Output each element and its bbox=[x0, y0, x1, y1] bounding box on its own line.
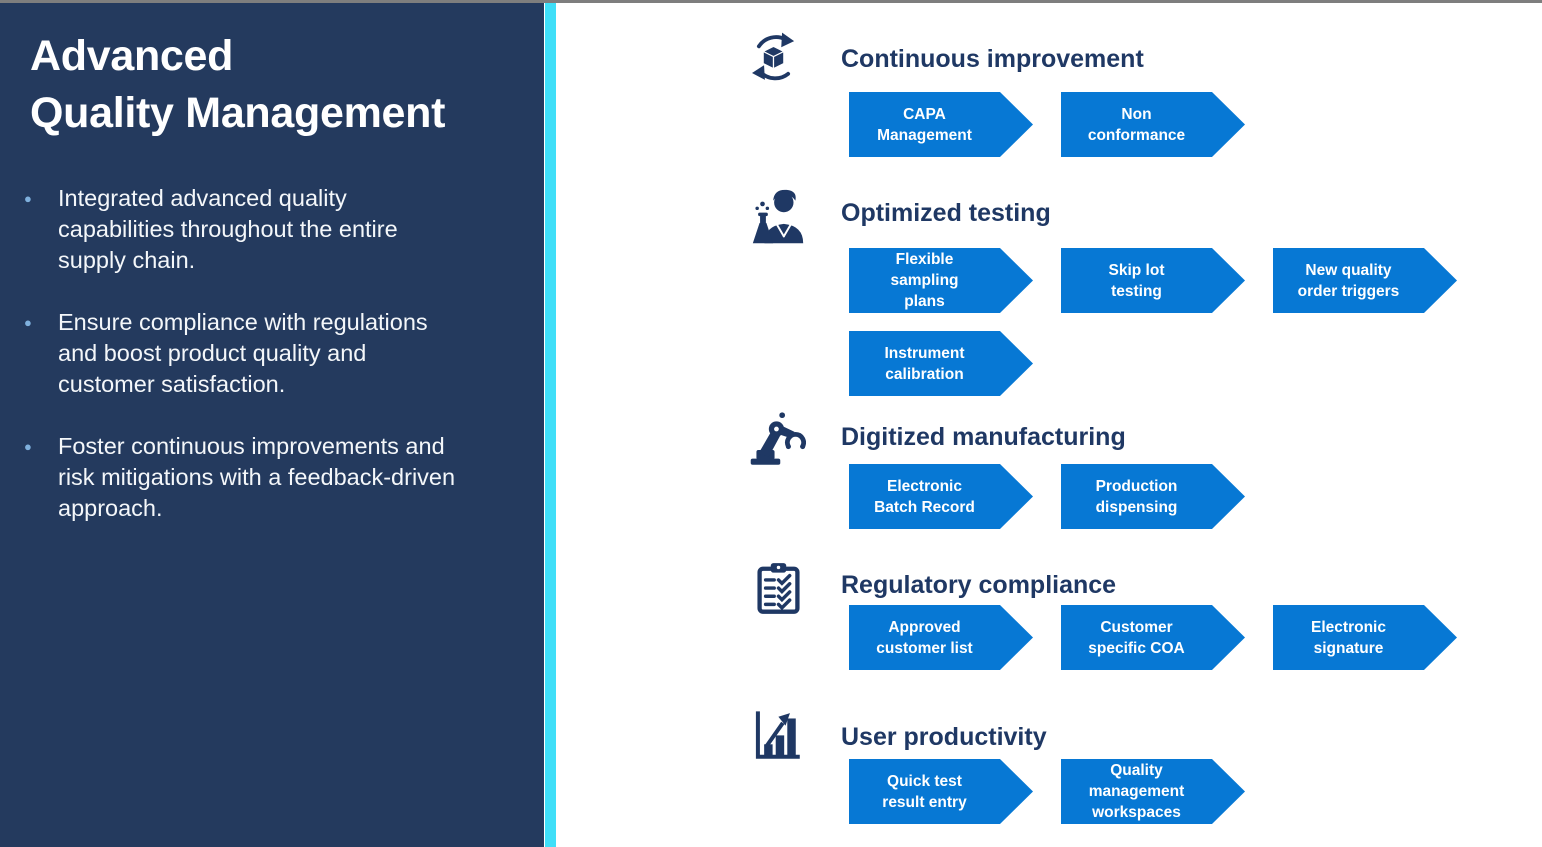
capability-chip: Quality management workspaces bbox=[1061, 759, 1245, 824]
robot-arm-icon bbox=[745, 409, 806, 470]
section-title: Optimized testing bbox=[841, 199, 1051, 227]
capability-chip: CAPA Management bbox=[849, 92, 1033, 157]
capability-chip: Flexible sampling plans bbox=[849, 248, 1033, 313]
section-title: Digitized manufacturing bbox=[841, 423, 1126, 451]
capability-chip: Non conformance bbox=[1061, 92, 1245, 157]
sidebar: Advanced Quality Management Integrated a… bbox=[0, 0, 544, 847]
capability-chip: Electronic Batch Record bbox=[849, 464, 1033, 529]
bullet-item: Foster continuous improvements and risk … bbox=[22, 431, 522, 524]
bullet-item: Ensure compliance with regulations and b… bbox=[22, 307, 522, 400]
capability-chip: Customer specific COA bbox=[1061, 605, 1245, 670]
capability-chip: Approved customer list bbox=[849, 605, 1033, 670]
lab-scientist-icon bbox=[747, 187, 809, 249]
capability-chip: Quick test result entry bbox=[849, 759, 1033, 824]
cycle-package-icon bbox=[746, 30, 801, 85]
clipboard-checklist-icon bbox=[751, 561, 806, 616]
section-title: Regulatory compliance bbox=[841, 571, 1117, 599]
capability-chip: Instrument calibration bbox=[849, 331, 1033, 396]
bullet-item: Integrated advanced quality capabilities… bbox=[22, 183, 522, 276]
capability-chip: Skip lot testing bbox=[1061, 248, 1245, 313]
capability-chip: Production dispensing bbox=[1061, 464, 1245, 529]
slide-title: Advanced Quality Management bbox=[30, 32, 446, 137]
accent-stripe bbox=[545, 0, 556, 847]
top-border bbox=[0, 0, 1542, 3]
capability-chip: New quality order triggers bbox=[1273, 248, 1457, 313]
section-title: User productivity bbox=[841, 723, 1047, 751]
growth-chart-icon bbox=[749, 706, 806, 763]
section-title: Continuous improvement bbox=[841, 45, 1144, 73]
bullet-list: Integrated advanced quality capabilities… bbox=[22, 183, 522, 555]
capability-chip: Electronic signature bbox=[1273, 605, 1457, 670]
